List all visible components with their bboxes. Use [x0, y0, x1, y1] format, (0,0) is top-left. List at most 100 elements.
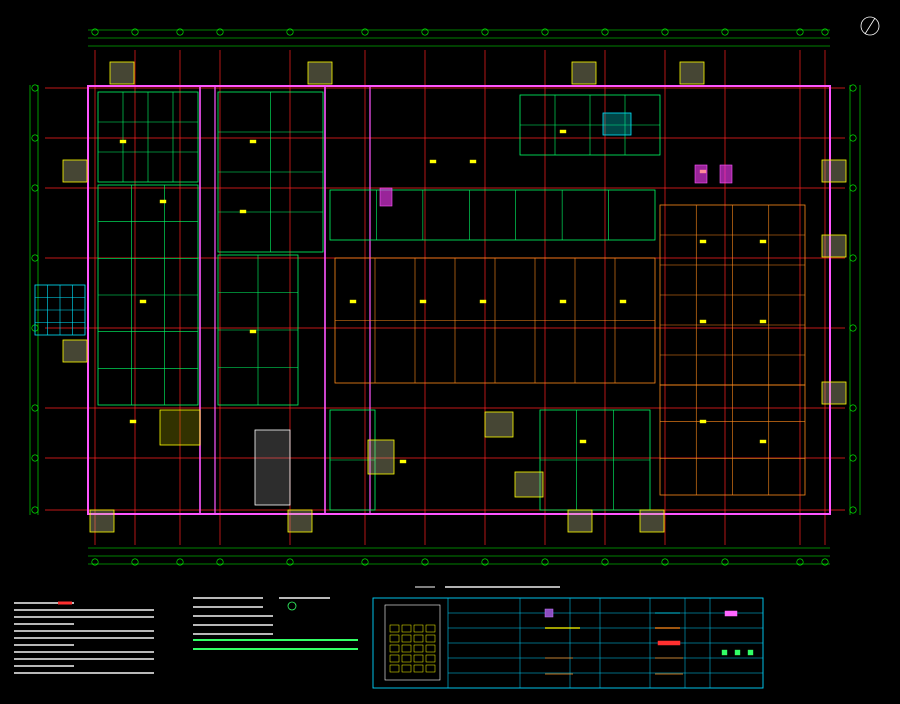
stair-core	[367, 439, 395, 475]
legend-swatch	[657, 640, 681, 646]
legend-key-cell	[389, 634, 400, 643]
grid-bubble-left	[31, 404, 39, 412]
grid-bubble-bottom	[131, 558, 139, 566]
grid-bubble-right	[849, 134, 857, 142]
stair-core	[307, 61, 333, 85]
note-symbol	[287, 601, 297, 611]
grid-bubble-top	[91, 28, 99, 36]
grid-bubble-right	[849, 184, 857, 192]
grid-bubble-top	[481, 28, 489, 36]
equipment-block	[694, 164, 708, 184]
cyan-room	[602, 112, 632, 136]
grid-bubble-bottom	[661, 558, 669, 566]
stair-core	[62, 339, 88, 363]
legend-key-cell	[389, 644, 400, 653]
grid-bubble-top	[821, 28, 829, 36]
grid-bubble-bottom	[601, 558, 609, 566]
legend-swatch	[544, 608, 554, 618]
legend-key-panel	[384, 604, 441, 681]
grid-bubble-bottom	[91, 558, 99, 566]
annotation-tag	[559, 129, 567, 134]
grid-bubble-right	[849, 506, 857, 514]
stair-core	[571, 61, 597, 85]
grid-bubble-right	[849, 404, 857, 412]
legend-key-cell	[401, 644, 412, 653]
stair-core	[62, 159, 88, 183]
grid-bubble-left	[31, 84, 39, 92]
legend-key-cell	[425, 644, 436, 653]
annotation-tag	[429, 159, 437, 164]
annotation-tag	[479, 299, 487, 304]
legend-key-cell	[413, 664, 424, 673]
grid-bubble-left	[31, 134, 39, 142]
stair-core	[567, 509, 593, 533]
grid-bubble-top	[796, 28, 804, 36]
annotation-tag	[469, 159, 477, 164]
legend-key-cell	[425, 664, 436, 673]
grid-bubble-right	[849, 84, 857, 92]
legend-key-cell	[401, 624, 412, 633]
grid-bubble-right	[849, 254, 857, 262]
legend-key-cell	[413, 624, 424, 633]
annotation-tag	[699, 319, 707, 324]
annotation-tag	[759, 439, 767, 444]
annotation-tag	[139, 299, 147, 304]
legend-swatch	[724, 610, 738, 617]
annotation-tag	[619, 299, 627, 304]
grid-bubble-top	[721, 28, 729, 36]
legend-key-cell	[389, 664, 400, 673]
grid-bubble-top	[601, 28, 609, 36]
grid-bubble-top	[541, 28, 549, 36]
north-arrow-icon	[860, 16, 880, 36]
grid-bubble-bottom	[361, 558, 369, 566]
exterior-wall	[87, 85, 831, 515]
grid-bubble-left	[31, 506, 39, 514]
legend-key-cell	[413, 644, 424, 653]
equipment-room	[159, 409, 201, 446]
annotation-tag	[399, 459, 407, 464]
legend-key-cell	[389, 624, 400, 633]
legend-swatch	[721, 649, 728, 656]
grid-bubble-left	[31, 184, 39, 192]
legend-key-cell	[401, 634, 412, 643]
grid-bubble-top	[661, 28, 669, 36]
legend-key-cell	[425, 654, 436, 663]
grid-bubble-right	[849, 324, 857, 332]
grid-bubble-left	[31, 254, 39, 262]
legend-swatch	[747, 649, 754, 656]
grid-bubble-top	[216, 28, 224, 36]
grid-bubble-bottom	[796, 558, 804, 566]
equipment-block	[379, 187, 393, 207]
annotation-tag	[349, 299, 357, 304]
grid-bubble-bottom	[216, 558, 224, 566]
grid-bubble-bottom	[421, 558, 429, 566]
legend-key-cell	[413, 634, 424, 643]
stair-core	[639, 509, 665, 533]
north-arrow-needle	[864, 17, 876, 35]
annotation-tag	[699, 419, 707, 424]
grid-bubble-top	[176, 28, 184, 36]
stair-core	[821, 381, 847, 405]
stair-core	[821, 159, 847, 183]
grid-bubble-bottom	[176, 558, 184, 566]
stair-core	[679, 61, 705, 85]
grid-bubble-bottom	[821, 558, 829, 566]
stair-core	[89, 509, 115, 533]
annotation-tag	[579, 439, 587, 444]
annotation-tag	[419, 299, 427, 304]
grid-bubble-bottom	[721, 558, 729, 566]
legend-key-cell	[425, 624, 436, 633]
legend-key-cell	[389, 654, 400, 663]
annotation-tag	[699, 239, 707, 244]
stair-core	[821, 234, 847, 258]
annotation-tag	[159, 199, 167, 204]
annotation-tag	[119, 139, 127, 144]
annotation-tag	[759, 239, 767, 244]
annotation-tag	[759, 319, 767, 324]
annotation-tag	[559, 299, 567, 304]
grid-bubble-top	[421, 28, 429, 36]
annotation-tag	[249, 139, 257, 144]
legend-swatch	[734, 649, 741, 656]
